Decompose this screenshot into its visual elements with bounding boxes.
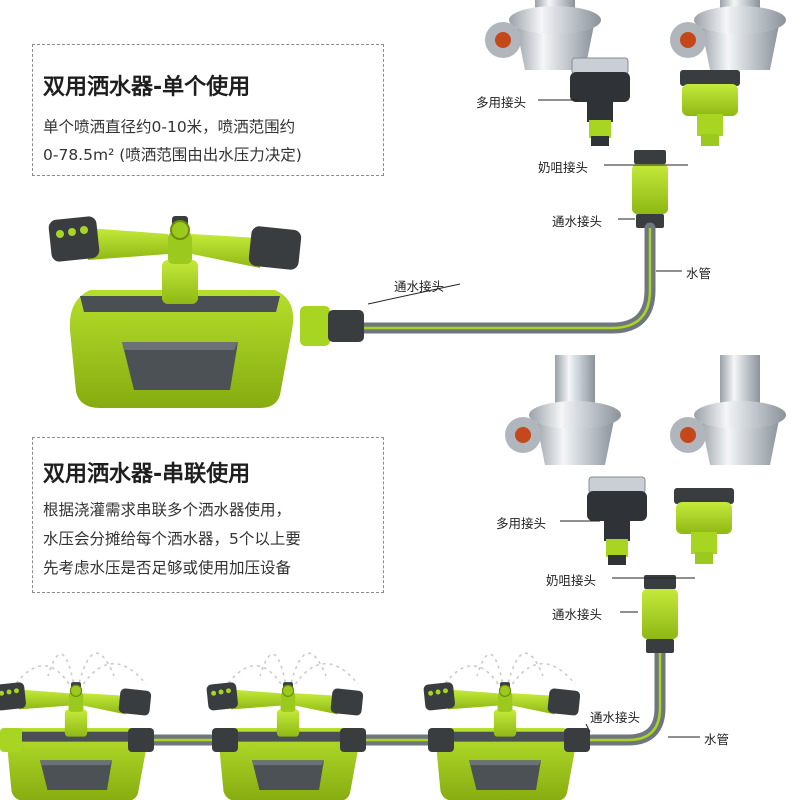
label-multi-adapter: 多用接头	[476, 95, 527, 110]
sprinkler-single	[46, 214, 303, 409]
connector-left	[328, 310, 364, 342]
label-nipple-adapter: 奶咀接头	[538, 160, 589, 175]
label-connector-left: 通水接头	[394, 279, 445, 294]
nipple-adapter	[680, 70, 740, 146]
label-hose-bottom: 水管	[704, 732, 730, 747]
info-box-single: 双用洒水器-单个使用 单个喷洒直径约0-10米，喷洒范围约 0-78.5m² (…	[32, 44, 384, 176]
label-hose: 水管	[686, 266, 712, 281]
section-title-series: 双用洒水器-串联使用	[43, 462, 251, 487]
description-line: 0-78.5m² (喷洒范围由出水压力决定)	[43, 146, 302, 164]
multi-adapter	[569, 57, 631, 147]
label-nipple-adapter-bottom: 奶咀接头	[546, 573, 597, 588]
description-line: 根据浇灌需求串联多个洒水器使用，	[43, 501, 292, 519]
description-line: 水压会分摊给每个洒水器，5个以上要	[43, 530, 301, 548]
label-connector-lower-bottom: 通水接头	[590, 710, 641, 725]
connector-upper-bottom	[642, 575, 678, 653]
connector-lower-bottom	[564, 728, 590, 752]
label-multi-adapter-bottom: 多用接头	[496, 516, 547, 531]
description-line: 单个喷洒直径约0-10米，喷洒范围约	[43, 118, 296, 136]
faucet-left-bottom	[505, 355, 621, 465]
section-title-single: 双用洒水器-单个使用	[43, 75, 251, 100]
nipple-adapter-bottom	[674, 488, 734, 564]
description-line: 先考虑水压是否足够或使用加压设备	[43, 559, 292, 577]
connector-upper	[632, 150, 668, 228]
sprinkler-inlet	[300, 306, 330, 346]
faucet-right	[670, 0, 786, 70]
faucet-right-bottom	[670, 355, 786, 465]
label-connector-upper-bottom: 通水接头	[552, 607, 603, 622]
label-connector-upper: 通水接头	[552, 214, 603, 229]
info-box-series: 双用洒水器-串联使用 根据浇灌需求串联多个洒水器使用， 水压会分摊给每个洒水器，…	[32, 437, 384, 593]
